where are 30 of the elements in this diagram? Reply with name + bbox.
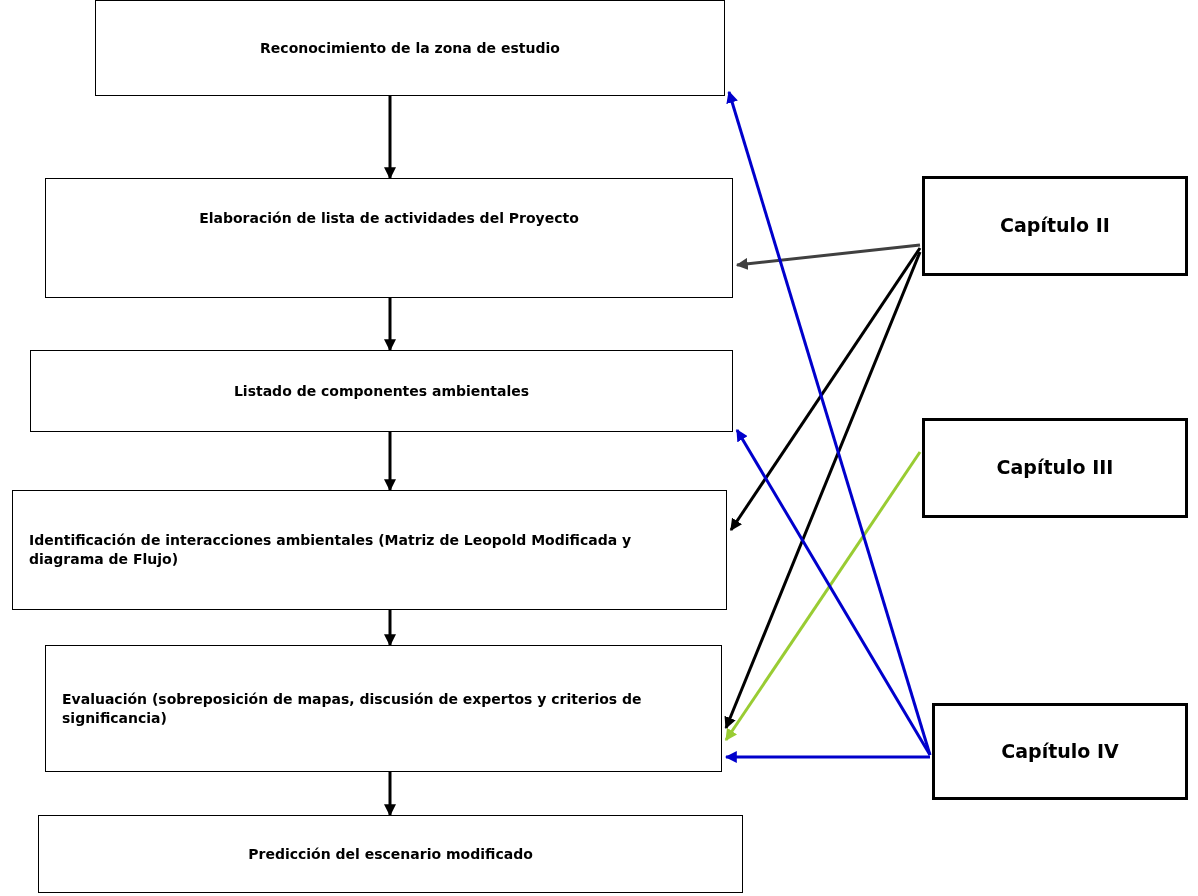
box-label: Evaluación (sobreposición de mapas, discusión de expertos y criterios de significancia) (62, 689, 643, 728)
chapter-box (922, 176, 1188, 276)
process-box (95, 0, 725, 96)
arrow (724, 451, 922, 741)
arrow (724, 751, 930, 763)
box-label: Capítulo II (1000, 213, 1110, 239)
box-label: Identificación de interacciones ambientales (Matriz de Leopold Modificada y diagrama de Flujo) (29, 531, 633, 569)
box-label: Capítulo III (996, 455, 1114, 481)
box-label: Elaboración de lista de actividades del Proyecto (199, 209, 579, 228)
process-box (30, 350, 733, 432)
process-box (38, 815, 743, 893)
arrow (384, 298, 396, 352)
process-box (45, 178, 733, 298)
arrow (735, 243, 921, 270)
arrow (384, 432, 396, 492)
process-box (12, 490, 727, 610)
arrow (384, 610, 396, 647)
arrow (384, 96, 396, 180)
arrow (724, 251, 922, 730)
box-label: Listado de componentes ambientales (233, 381, 530, 401)
chapter-box (932, 703, 1188, 800)
arrow (726, 90, 932, 756)
arrow (735, 428, 932, 756)
process-box (45, 645, 722, 772)
chapter-box (922, 418, 1188, 518)
arrow (729, 247, 922, 531)
box-label: Capítulo IV (1001, 738, 1119, 764)
arrow (384, 772, 396, 817)
box-label: Predicción del escenario modificado (248, 844, 533, 864)
box-label: Reconocimiento de la zona de estudio (260, 38, 560, 58)
